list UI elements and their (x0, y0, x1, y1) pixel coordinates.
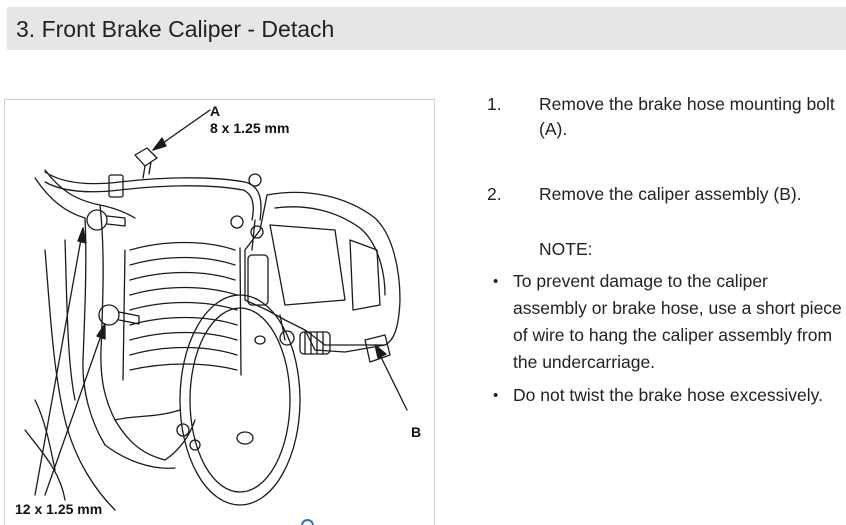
note-bullet-text: To prevent damage to the caliper assembl… (513, 271, 842, 372)
caliper-bolt (279, 330, 295, 346)
small-bolts (176, 173, 264, 451)
bullet-icon: • (493, 273, 499, 290)
note-bullets: • To prevent damage to the caliper assem… (487, 268, 842, 409)
brake-disc (179, 294, 301, 506)
caliper-assembly (244, 191, 401, 363)
cv-boot (122, 241, 242, 381)
brake-caliper-illustration (24, 109, 408, 511)
section-header: 3. Front Brake Caliper - Detach (7, 7, 846, 50)
step-number: 1. (487, 94, 502, 114)
note-bullet-text: Do not twist the brake hose excessively. (513, 385, 823, 405)
circle-outline-icon[interactable] (301, 519, 314, 525)
step-2: 2. Remove the caliper assembly (B). (487, 182, 842, 207)
knuckle-bolt-lower (98, 304, 140, 326)
callout-arrows (34, 109, 408, 496)
step-number: 2. (487, 184, 502, 204)
instructions: 1. Remove the brake hose mounting bolt (… (487, 92, 842, 415)
step-text: Remove the brake hose mounting bolt (A). (539, 94, 835, 139)
note-label: NOTE: (539, 239, 593, 259)
step-1: 1. Remove the brake hose mounting bolt (… (487, 92, 842, 142)
hose-mounting-bolt-a (134, 147, 158, 179)
note-bullet: • To prevent damage to the caliper assem… (487, 268, 842, 376)
section-title: 3. Front Brake Caliper - Detach (16, 16, 335, 42)
brake-hose (44, 171, 262, 251)
callout-a-size: 8 x 1.25 mm (210, 120, 290, 136)
bullet-icon: • (493, 387, 499, 404)
callout-a-letter: A (210, 103, 221, 119)
note-bullet: • Do not twist the brake hose excessivel… (487, 382, 842, 409)
knuckle-outline (24, 169, 196, 511)
brake-caliper-figure: A 8 x 1.25 mm B 12 x 1.25 mm (4, 99, 435, 525)
callout-bottom-size: 12 x 1.25 mm (15, 501, 103, 517)
step-text: Remove the caliper assembly (B). (539, 184, 802, 204)
knuckle-bolt-upper (86, 209, 126, 231)
callout-b-letter: B (411, 424, 422, 440)
